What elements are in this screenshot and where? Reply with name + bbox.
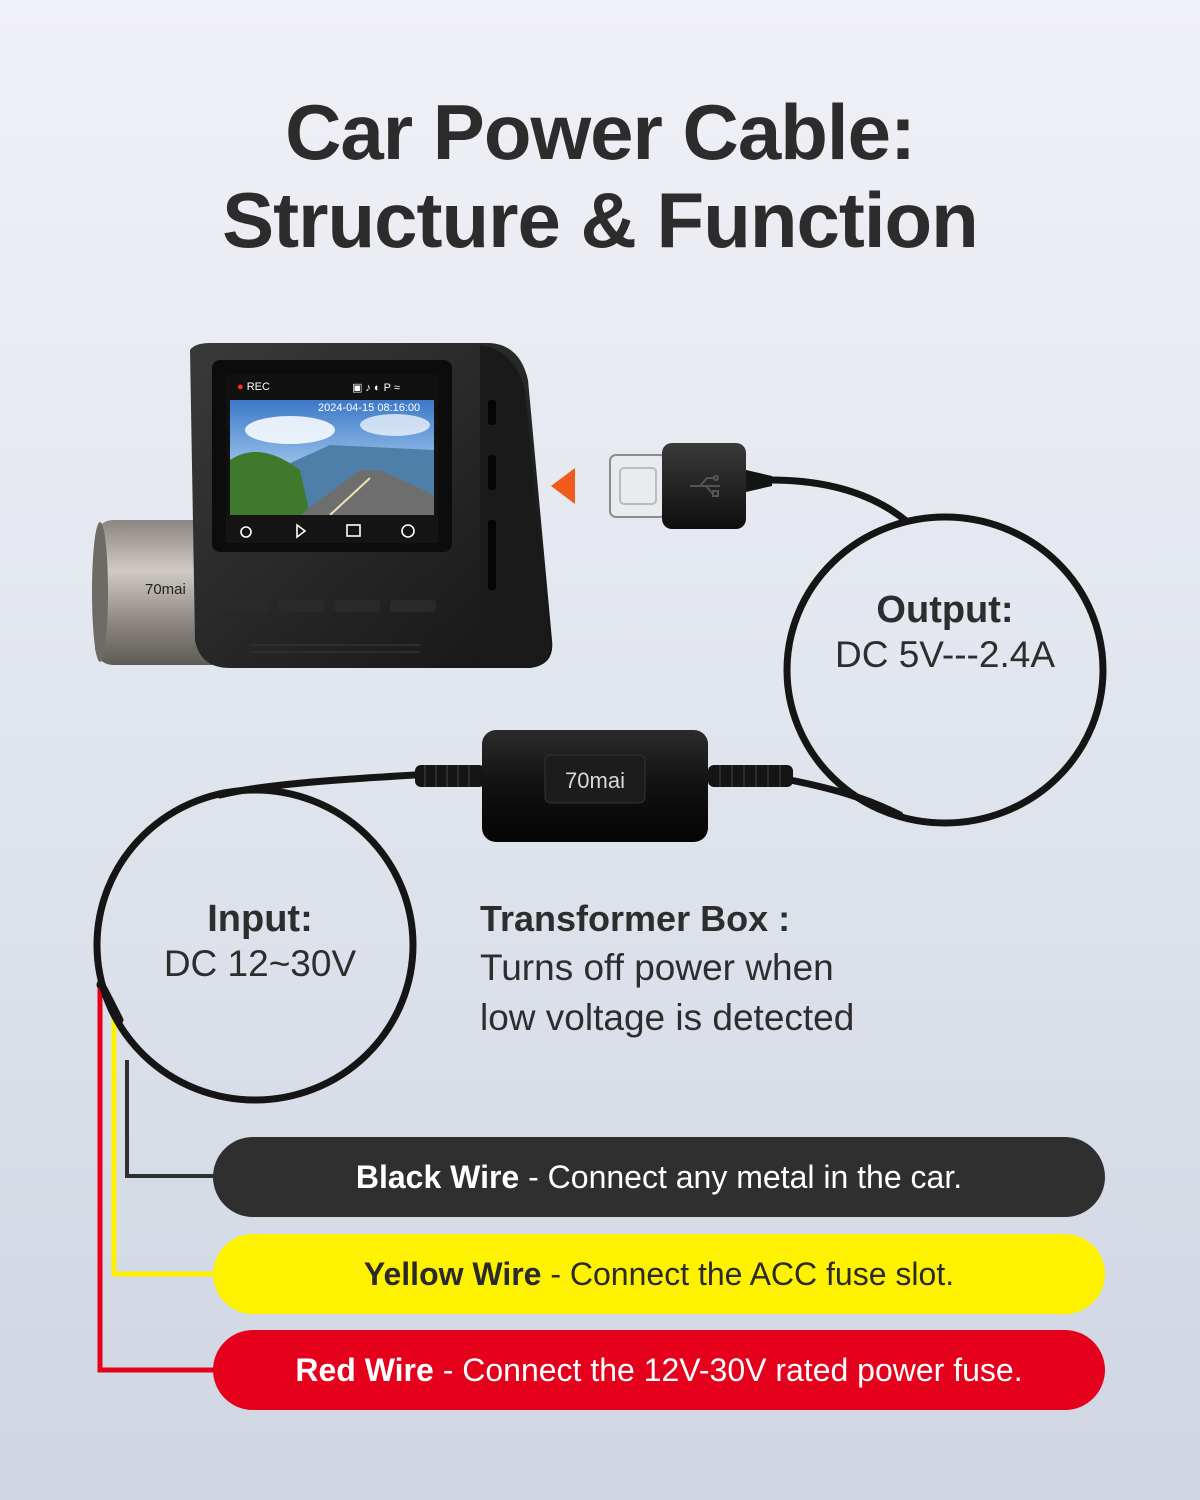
red-wire-description: - Connect the 12V-30V rated power fuse.: [433, 1351, 1023, 1388]
settings-icon: [401, 524, 415, 538]
screen-timestamp: 2024-04-15 08:16:00: [318, 402, 421, 414]
input-value: DC 12~30V: [163, 943, 357, 984]
usb-c-plug: [609, 443, 772, 529]
card-icon: ▣: [352, 382, 366, 394]
wifi-icon: ≈: [393, 382, 403, 394]
camera-brand: 70mai: [145, 581, 186, 598]
dash-camera: 70mai: [92, 343, 553, 668]
black-wire-pill: Black Wire - Connect any metal in the ca…: [213, 1137, 1105, 1217]
p-icon: P: [383, 382, 394, 394]
yellow-wire-name: Yellow Wire: [363, 1255, 542, 1292]
black-wire-description: - Connect any metal in the car.: [519, 1158, 963, 1195]
usb-icon: [690, 475, 720, 497]
output-heading: Output:: [876, 589, 1014, 631]
rec-dot-icon: ●: [237, 381, 244, 393]
red-wire-pill: Red Wire - Connect the 12V-30V rated pow…: [213, 1330, 1105, 1410]
transformer-heading: Transformer Box :: [480, 898, 791, 939]
wire-guides: [97, 985, 215, 1373]
play-icon: [296, 523, 307, 539]
mic-icon: ♪: [365, 382, 374, 394]
gallery-icon: [346, 524, 361, 537]
input-label: Input: DC 12~30V: [140, 897, 380, 987]
transformer-line-2: low voltage is detected: [480, 997, 855, 1038]
screen-rec-label: REC: [246, 381, 270, 393]
title-line-2: Structure & Function: [222, 176, 979, 264]
screen-controls: [240, 523, 415, 539]
title-line-1: Car Power Cable:: [285, 88, 916, 176]
playback-icon: [240, 526, 252, 538]
red-wire-name: Red Wire: [295, 1351, 434, 1388]
strain-relief-right: [708, 765, 793, 787]
output-label: Output: DC 5V---2.4A: [820, 588, 1070, 678]
parking-icon: ◐: [373, 382, 384, 394]
output-value: DC 5V---2.4A: [834, 634, 1055, 675]
screen-status-icons: ▣♪◐P≈: [352, 381, 403, 394]
yellow-wire-description: - Connect the ACC fuse slot.: [541, 1255, 955, 1292]
camera-buttons: [222, 600, 436, 612]
page-title: Car Power Cable: Structure & Function: [0, 88, 1200, 264]
transformer-line-1: Turns off power when: [480, 947, 834, 988]
power-cable: [93, 476, 1107, 1104]
input-heading: Input:: [207, 898, 313, 940]
yellow-wire-line: [111, 1010, 215, 1277]
red-wire-line: [97, 985, 215, 1373]
black-wire-name: Black Wire: [355, 1158, 520, 1195]
connection-arrow-icon: [551, 468, 575, 504]
black-wire-line: [125, 1060, 215, 1178]
transformer-box: 70mai: [482, 730, 708, 842]
yellow-wire-pill: Yellow Wire - Connect the ACC fuse slot.: [213, 1234, 1105, 1314]
transformer-label: Transformer Box : Turns off power when l…: [480, 895, 854, 1043]
transformer-brand: 70mai: [565, 768, 625, 793]
strain-relief-left: [415, 765, 485, 787]
screen-rec-indicator: ● REC: [237, 381, 270, 393]
